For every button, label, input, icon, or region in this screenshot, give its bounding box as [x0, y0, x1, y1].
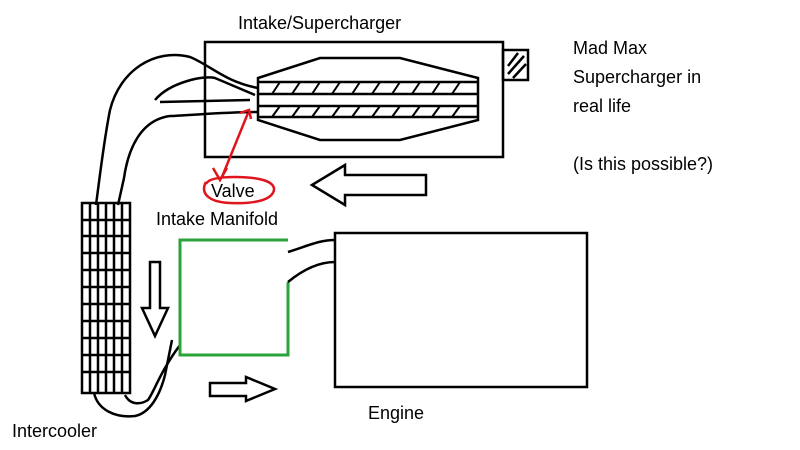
supercharger-housing	[203, 40, 505, 159]
supercharger-rotor	[256, 56, 480, 142]
manifold-runners	[287, 238, 336, 283]
airflow-arrow-left	[309, 162, 428, 208]
bypass-pipe	[154, 76, 256, 104]
label-intercooler: Intercooler	[12, 421, 97, 441]
note-line-2: Supercharger in	[573, 67, 701, 87]
valve-pointer	[202, 108, 276, 205]
label-intake-manifold: Intake Manifold	[156, 209, 278, 229]
intake-manifold	[178, 238, 290, 357]
pulley-icon	[501, 48, 530, 82]
label-intake-supercharger: Intake/Supercharger	[238, 13, 401, 33]
note-line-3: real life	[573, 96, 631, 116]
airflow-arrow-right	[208, 375, 279, 403]
label-valve: Valve	[211, 181, 255, 201]
intercooler-core	[80, 201, 132, 395]
intercooler-outlet-pipe	[92, 339, 182, 418]
airflow-arrow-down	[140, 260, 170, 339]
label-engine: Engine	[368, 403, 424, 423]
note-line-1: Mad Max	[573, 38, 647, 58]
engine-block	[333, 231, 589, 389]
charge-pipe	[94, 53, 259, 206]
note-question: (Is this possible?)	[573, 154, 713, 174]
